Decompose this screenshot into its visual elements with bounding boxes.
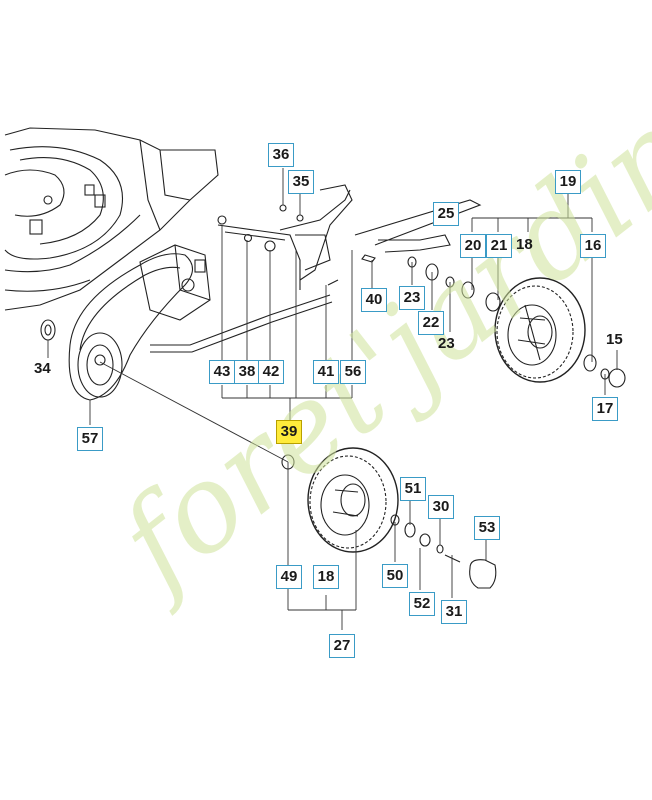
rear-wheel bbox=[494, 277, 586, 383]
part-label-23-b[interactable]: 23 bbox=[438, 335, 455, 352]
part-label-34[interactable]: 34 bbox=[34, 360, 51, 377]
part-label-42[interactable]: 42 bbox=[258, 360, 284, 384]
part-label-18-rear[interactable]: 18 bbox=[516, 236, 533, 253]
mower-deck bbox=[4, 127, 219, 311]
part-label-31[interactable]: 31 bbox=[441, 600, 467, 624]
part-label-49[interactable]: 49 bbox=[276, 565, 302, 589]
part-label-40[interactable]: 40 bbox=[361, 288, 387, 312]
part-label-25[interactable]: 25 bbox=[433, 202, 459, 226]
part-label-36[interactable]: 36 bbox=[268, 143, 294, 167]
part-label-35[interactable]: 35 bbox=[288, 170, 314, 194]
part-label-20[interactable]: 20 bbox=[460, 234, 486, 258]
small-fasteners bbox=[217, 204, 376, 286]
height-adjust-rod bbox=[150, 184, 353, 353]
front-wheel bbox=[307, 447, 399, 553]
hub-cap bbox=[583, 354, 626, 388]
part-label-17[interactable]: 17 bbox=[592, 397, 618, 421]
part-label-16[interactable]: 16 bbox=[580, 234, 606, 258]
gearbox-housing bbox=[139, 244, 211, 321]
part-label-19[interactable]: 19 bbox=[555, 170, 581, 194]
part-label-52[interactable]: 52 bbox=[409, 592, 435, 616]
part-label-51[interactable]: 51 bbox=[400, 477, 426, 501]
washer-34 bbox=[40, 319, 56, 341]
drive-belt-57 bbox=[68, 253, 194, 401]
part-label-41[interactable]: 41 bbox=[313, 360, 339, 384]
part-label-18-front[interactable]: 18 bbox=[313, 565, 339, 589]
part-label-23-a[interactable]: 23 bbox=[399, 286, 425, 310]
part-label-30[interactable]: 30 bbox=[428, 495, 454, 519]
part-label-53[interactable]: 53 bbox=[474, 516, 500, 540]
part-label-57[interactable]: 57 bbox=[77, 427, 103, 451]
part-label-27[interactable]: 27 bbox=[329, 634, 355, 658]
part-label-15[interactable]: 15 bbox=[606, 331, 623, 348]
part-label-38[interactable]: 38 bbox=[234, 360, 260, 384]
part-label-50[interactable]: 50 bbox=[382, 564, 408, 588]
part-label-21[interactable]: 21 bbox=[486, 234, 512, 258]
part-label-56[interactable]: 56 bbox=[340, 360, 366, 384]
part-label-39-highlighted[interactable]: 39 bbox=[276, 420, 302, 444]
part-label-43[interactable]: 43 bbox=[209, 360, 235, 384]
lever-25 bbox=[354, 199, 482, 253]
part-label-22[interactable]: 22 bbox=[418, 311, 444, 335]
